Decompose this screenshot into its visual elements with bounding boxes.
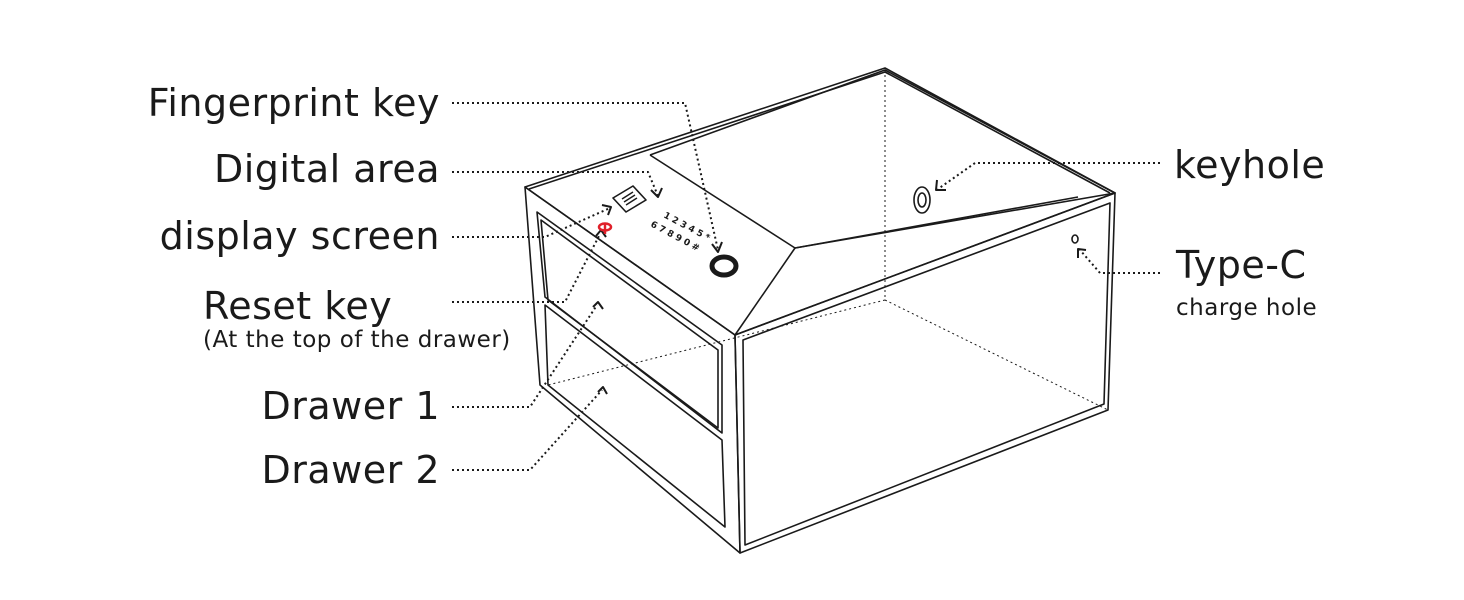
label-type-c-note: charge hole xyxy=(1176,295,1318,321)
label-digital-area: Digital area xyxy=(213,147,440,191)
fingerprint-sensor-icon xyxy=(709,254,739,278)
label-keyhole: keyhole xyxy=(1174,143,1326,187)
label-display-screen: display screen xyxy=(159,214,440,258)
display-screen-icon xyxy=(612,185,647,213)
box-top xyxy=(524,67,1116,336)
label-reset-key-note: (At the top of the drawer) xyxy=(203,327,511,353)
hidden-edges xyxy=(547,70,1109,411)
label-drawer-2: Drawer 2 xyxy=(261,448,440,492)
leader-lines xyxy=(452,102,1160,471)
label-drawer-1: Drawer 1 xyxy=(261,384,440,428)
label-fingerprint-key: Fingerprint key xyxy=(147,81,440,125)
keyhole-icon xyxy=(913,186,931,214)
box-side-face xyxy=(734,192,1116,554)
label-reset-key: Reset key xyxy=(203,284,393,328)
drawer-2 xyxy=(544,304,726,528)
drawer-1 xyxy=(536,211,723,434)
label-type-c: Type-C xyxy=(1176,243,1307,287)
reset-key-icon xyxy=(597,222,613,234)
keypad: 12345* 67890# xyxy=(649,211,714,256)
type-c-port-icon xyxy=(1071,234,1079,244)
